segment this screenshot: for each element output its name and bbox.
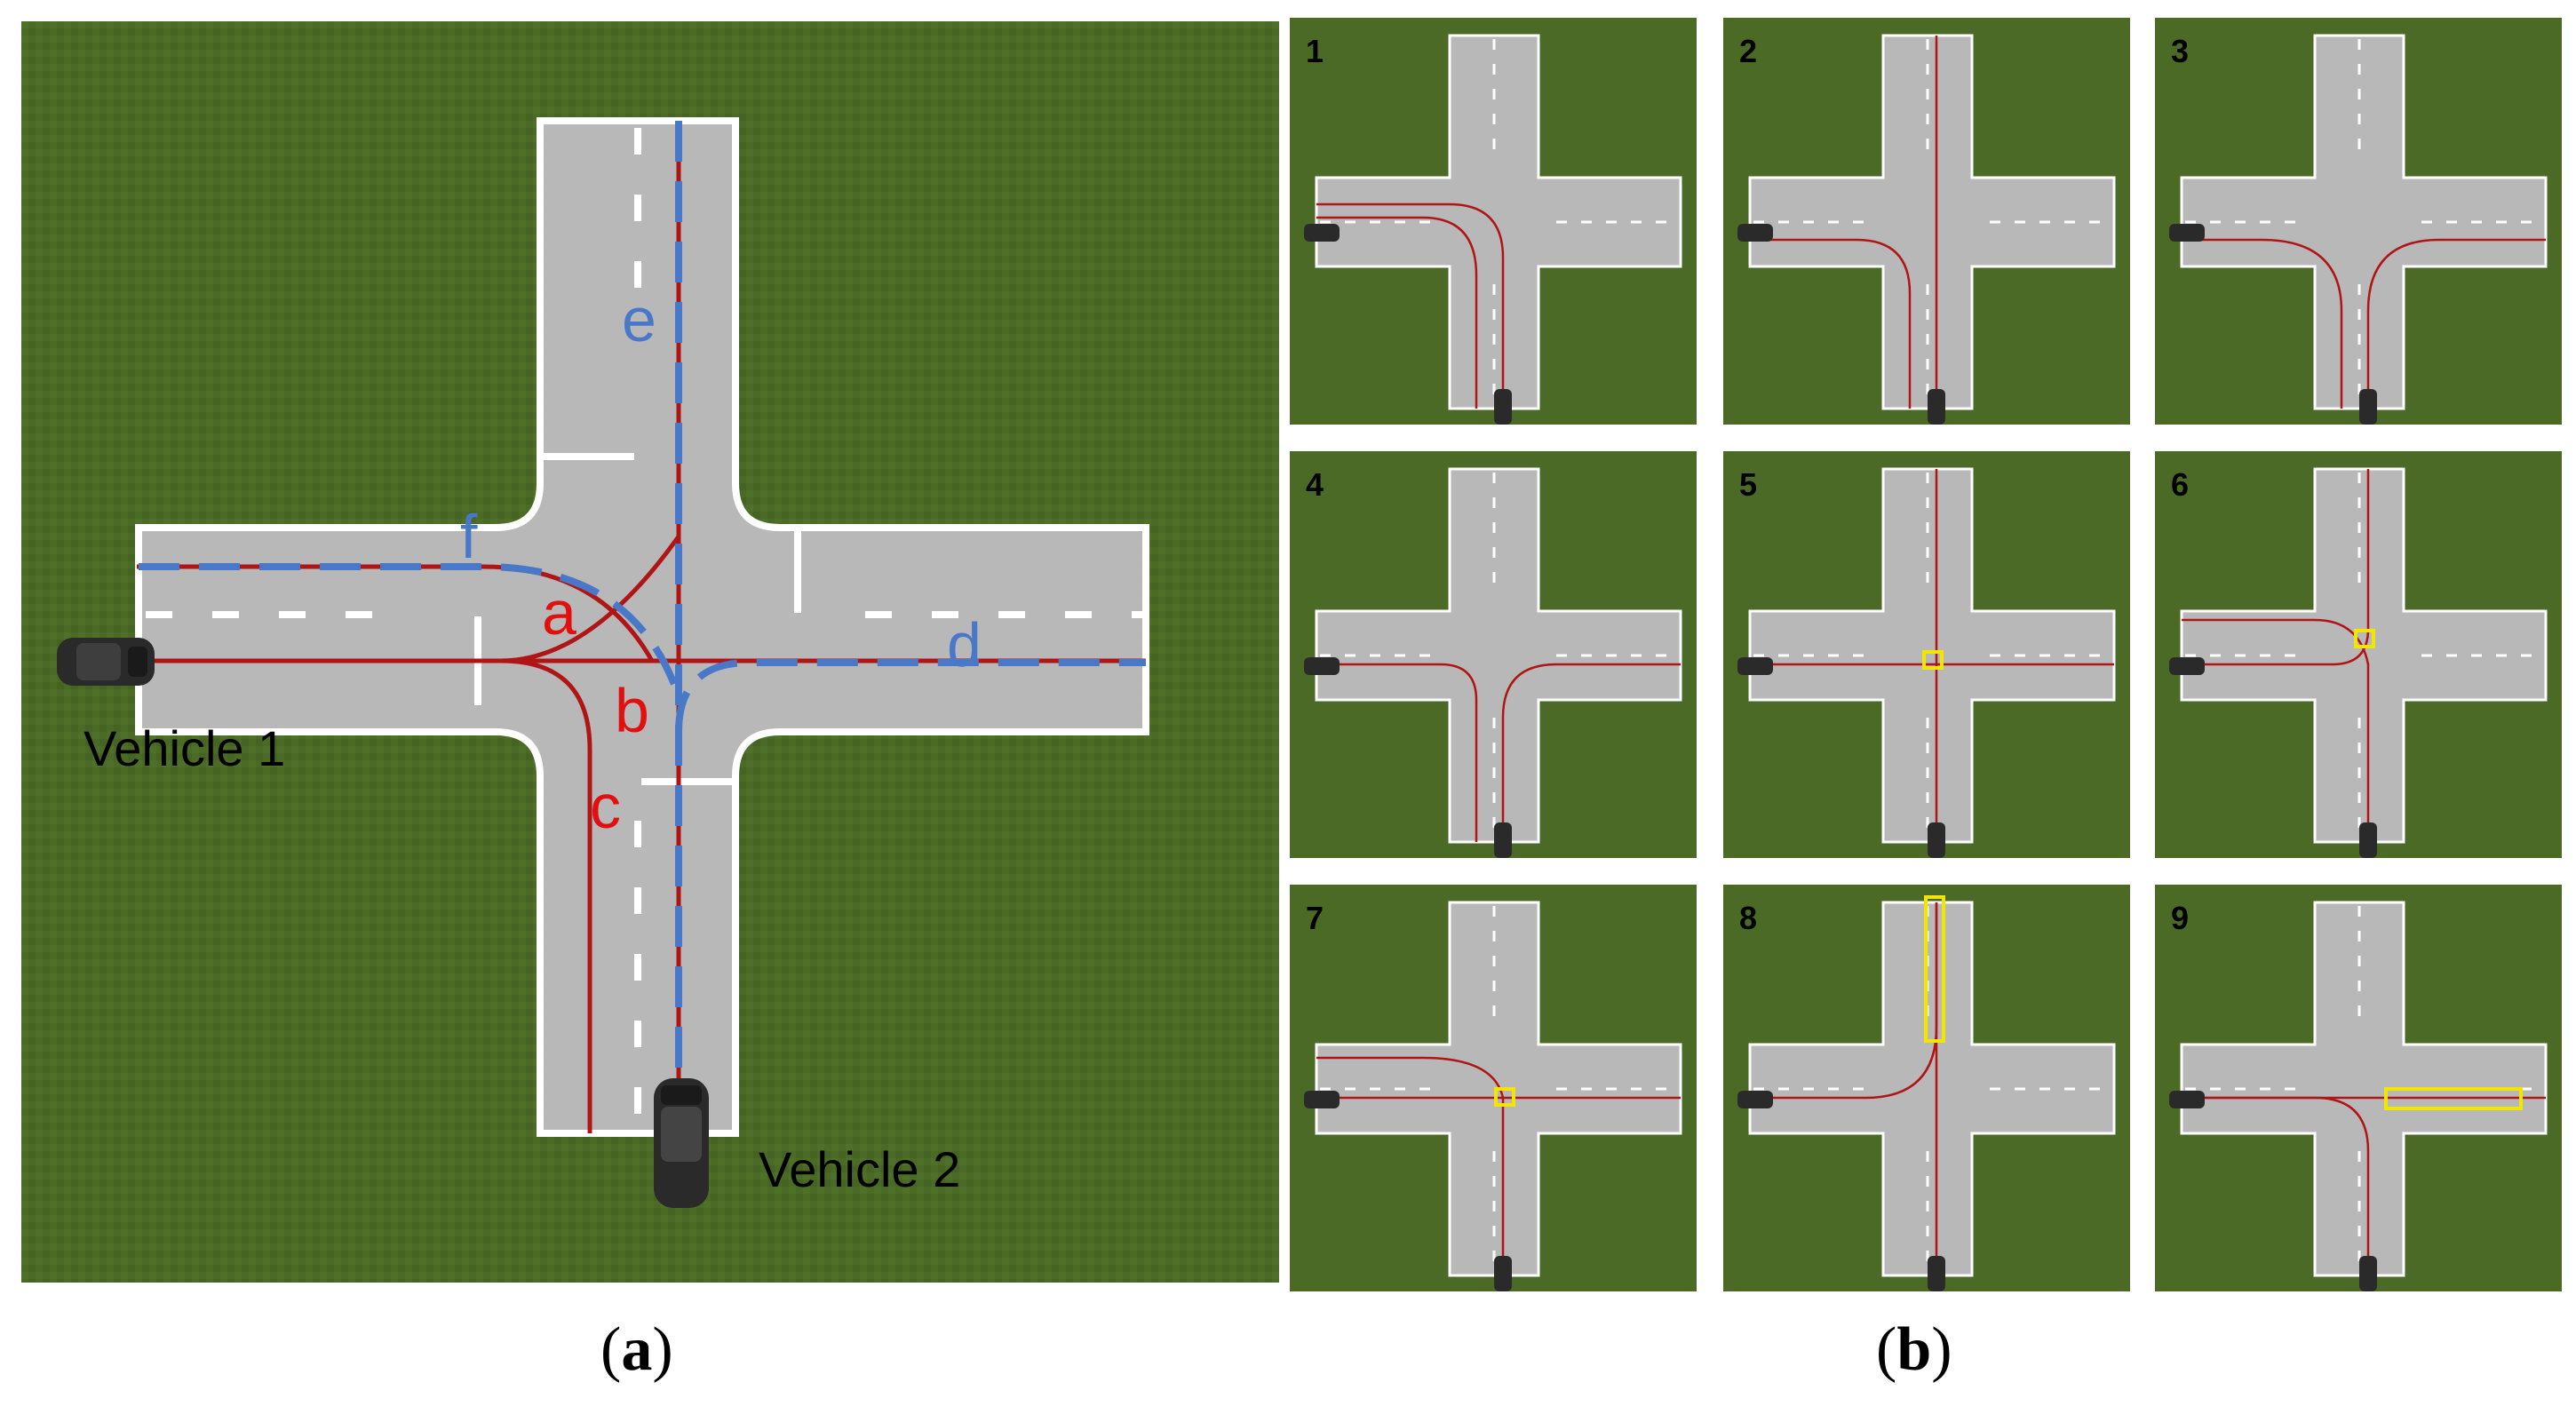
lane-markings — [2185, 39, 2542, 405]
intersection-diagram: a b c d e f Vehicle 1 Vehicle 2 — [21, 21, 1279, 1283]
lane-markings — [1753, 473, 2111, 838]
scenario-diagram: 9 — [2155, 885, 2562, 1291]
vehicle-path — [1316, 203, 1505, 409]
lane-markings — [1320, 906, 1677, 1272]
scenario-tile-8: 8 — [1723, 885, 2130, 1291]
scenario-diagram: 8 — [1723, 885, 2130, 1291]
scenario-number: 4 — [1306, 466, 1324, 503]
road-surface — [2180, 901, 2548, 1277]
vehicle-path — [1316, 663, 1478, 842]
scenario-tile-4: 4 — [1290, 451, 1697, 858]
vehicle-2-icon — [1494, 1256, 1512, 1291]
path-label-e: e — [622, 285, 656, 354]
vehicle-2-label: Vehicle 2 — [759, 1141, 960, 1197]
path-label-f: f — [460, 502, 478, 571]
vehicle-1-icon — [57, 638, 155, 686]
road-surface — [2180, 34, 2548, 410]
lane-markings — [2185, 473, 2542, 838]
conflict-zone-highlight — [1922, 650, 1944, 670]
vehicle-1-icon — [1737, 657, 1773, 675]
scenario-number: 7 — [1306, 900, 1324, 936]
vehicle-path — [1316, 1056, 1505, 1275]
scenario-number: 1 — [1306, 33, 1324, 69]
vehicle-1-label: Vehicle 1 — [83, 720, 285, 776]
vehicle-1-icon — [2169, 1091, 2205, 1108]
scenario-tile-5: 5 — [1723, 451, 2130, 858]
scenario-tile-9: 9 — [2155, 885, 2562, 1291]
blue-paths — [139, 121, 1146, 1123]
path-label-d: d — [947, 610, 982, 679]
panel-a: a b c d e f Vehicle 1 Vehicle 2 — [21, 21, 1279, 1283]
vehicle-2-icon — [2359, 822, 2377, 858]
lane-markings — [1320, 39, 1677, 405]
conflict-zone-highlight — [2384, 1087, 2523, 1110]
path-label-c: c — [590, 772, 621, 841]
scenario-tile-7: 7 — [1290, 885, 1697, 1291]
scenario-diagram: 4 — [1290, 451, 1697, 858]
road-surface — [1748, 901, 2116, 1277]
caption-a: (a) — [600, 1315, 673, 1384]
conflict-zone-highlight — [1494, 1087, 1515, 1107]
scenario-diagram: 5 — [1723, 451, 2130, 858]
vehicle-2-icon — [2359, 389, 2377, 425]
scenario-diagram: 6 — [2155, 451, 2562, 858]
caption-a-letter: a — [621, 1315, 653, 1384]
vehicle-2-icon — [1494, 822, 1512, 858]
vehicle-path — [1750, 238, 1912, 409]
scenario-diagram: 2 — [1723, 18, 2130, 425]
scenario-tile-3: 3 — [2155, 18, 2562, 425]
vehicle-2-icon — [1928, 1256, 1945, 1291]
scenario-tile-1: 1 — [1290, 18, 1697, 425]
scenario-diagram: 1 — [1290, 18, 1697, 425]
scenario-number: 2 — [1739, 33, 1757, 69]
vehicle-1-icon — [1737, 1091, 1773, 1108]
vehicle-path — [2182, 618, 2370, 842]
scenario-tile-6: 6 — [2155, 451, 2562, 858]
vehicle-path — [2366, 238, 2546, 409]
vehicle-2-icon — [1494, 389, 1512, 425]
lane-markings — [146, 128, 1142, 1132]
vehicle-path — [1501, 663, 1681, 842]
scenario-tile-2: 2 — [1723, 18, 2130, 425]
vehicle-path — [1316, 216, 1478, 409]
conflict-zone-highlight — [2354, 629, 2375, 648]
vehicle-1-icon — [2169, 657, 2205, 675]
vehicle-1-icon — [1304, 657, 1340, 675]
scenario-number: 9 — [2171, 900, 2189, 936]
vehicle-2-icon — [1928, 389, 1945, 425]
path-label-b: b — [615, 676, 649, 745]
vehicle-1-icon — [1304, 1091, 1340, 1108]
road-surface — [1315, 34, 1682, 410]
vehicle-1-icon — [1737, 224, 1773, 242]
vehicle-2-icon — [654, 1078, 709, 1208]
scenario-number: 6 — [2171, 466, 2189, 503]
path-label-a: a — [542, 578, 576, 647]
caption-b-letter: b — [1896, 1315, 1932, 1384]
vehicle-1-icon — [1304, 224, 1340, 242]
caption-b: (b) — [1876, 1315, 1952, 1384]
scenario-number: 3 — [2171, 33, 2189, 69]
scenario-number: 5 — [1739, 466, 1757, 503]
vehicle-path — [2182, 238, 2343, 409]
road-surface — [1748, 467, 2116, 844]
lane-markings — [1320, 473, 1677, 838]
vehicle-1-icon — [2169, 224, 2205, 242]
conflict-zone-highlight — [1924, 895, 1945, 1043]
road-surface — [1748, 34, 2116, 410]
lane-markings — [1753, 39, 2111, 405]
vehicle-path — [2182, 1096, 2370, 1275]
vehicle-2-icon — [2359, 1256, 2377, 1291]
road-surface — [2180, 467, 2548, 844]
road-surface — [1315, 467, 1682, 844]
vehicle-2-icon — [1928, 822, 1945, 858]
scenario-diagram: 7 — [1290, 885, 1697, 1291]
scenario-diagram: 3 — [2155, 18, 2562, 425]
scenario-number: 8 — [1739, 900, 1757, 936]
